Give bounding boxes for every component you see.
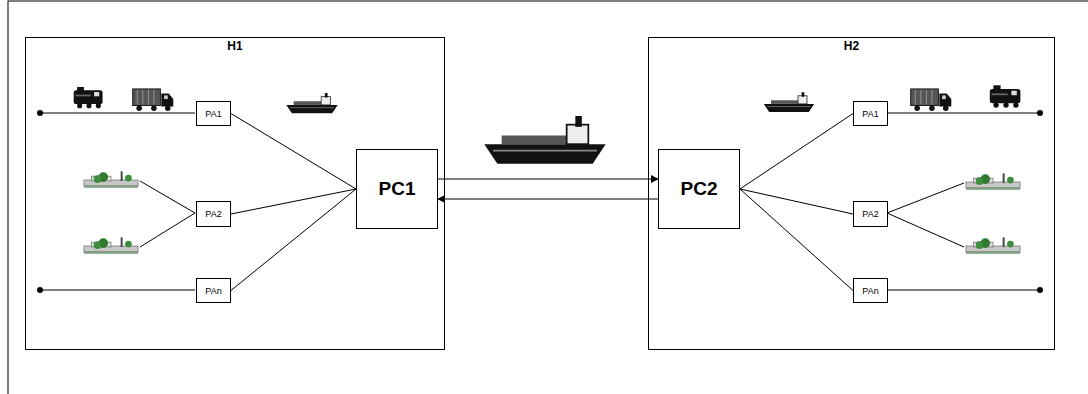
- link-line: [740, 114, 853, 190]
- transfer-arrow: [438, 179, 658, 180]
- terminal-dot: [37, 110, 43, 116]
- node-label: PAn: [205, 286, 221, 296]
- terminal-dot: [37, 287, 43, 293]
- feeder-lines: [40, 113, 195, 290]
- ship-icon: [764, 92, 814, 112]
- link-line: [231, 114, 356, 190]
- site-box: H2PC2 PA1PA2PAn: [648, 37, 1055, 350]
- factory-icon: [84, 237, 138, 253]
- link-line: [740, 189, 853, 291]
- node-label: PAn: [862, 286, 878, 296]
- truck-icon: [911, 89, 952, 111]
- site-box: H1PA1PA2PAn PC1: [25, 37, 445, 350]
- link-line: [231, 189, 356, 214]
- ship-icon: [484, 116, 605, 164]
- port-box: PAn: [853, 278, 888, 303]
- truck-icon: [133, 89, 174, 111]
- port-box: PA2: [196, 201, 231, 227]
- transfer-arrow: [438, 199, 658, 200]
- node-label: PA1: [205, 109, 221, 119]
- node-label: PA1: [862, 109, 878, 119]
- outer-frame: [8, 1, 1088, 394]
- port-box: PA1: [853, 101, 888, 126]
- central-port-box: PC2: [658, 149, 740, 229]
- factory-icon: [966, 173, 1020, 189]
- node-label: PC1: [379, 178, 416, 200]
- site-label: H1: [26, 39, 444, 53]
- factory-icon: [966, 237, 1020, 253]
- link-line: [740, 189, 853, 214]
- terminal-dot: [1037, 287, 1043, 293]
- train-icon: [74, 87, 103, 108]
- port-box: PAn: [196, 278, 231, 303]
- node-label: PA2: [862, 209, 878, 219]
- ship-icon: [286, 93, 337, 113]
- factory-icon: [84, 171, 138, 187]
- terminal-dot: [1037, 110, 1043, 116]
- train-icon: [990, 85, 1021, 108]
- node-label: PA2: [205, 209, 221, 219]
- port-box: PA1: [196, 101, 231, 126]
- link-line: [231, 189, 356, 291]
- node-label: PC2: [681, 178, 718, 200]
- central-port-box: PC1: [356, 149, 438, 229]
- port-box: PA2: [853, 201, 888, 227]
- site-label: H2: [649, 39, 1054, 53]
- feeder-lines: [887, 113, 1040, 290]
